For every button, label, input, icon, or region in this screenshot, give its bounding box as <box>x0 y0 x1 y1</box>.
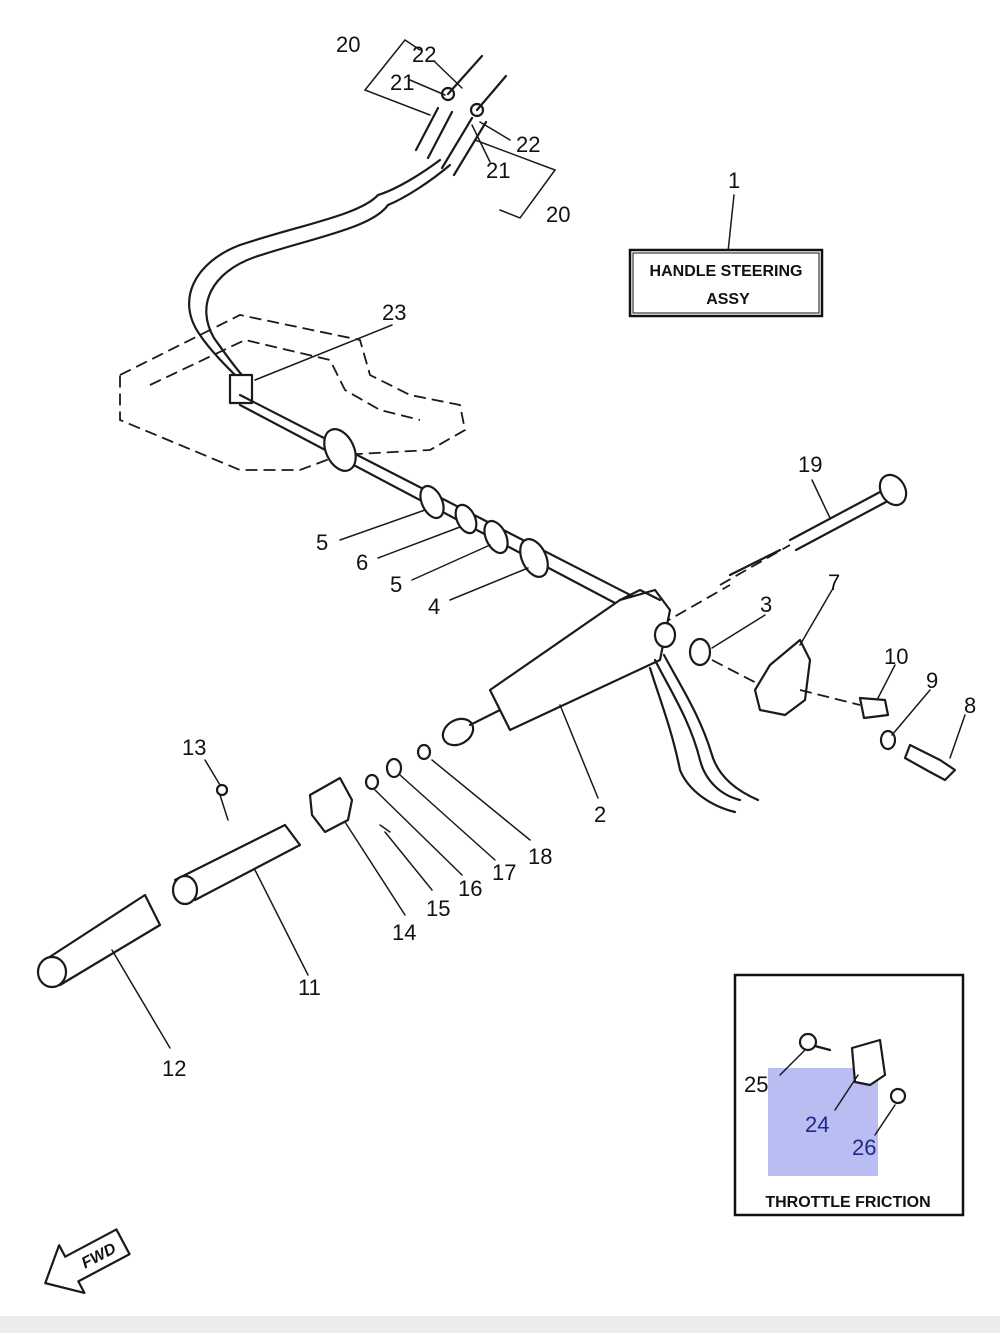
pin-19 <box>659 473 908 626</box>
callout-22: 22 <box>516 132 540 157</box>
collar-14 <box>308 776 354 834</box>
callout-20: 20 <box>546 202 570 227</box>
screw-13 <box>215 783 229 797</box>
inset-caption: THROTTLE FRICTION <box>765 1194 930 1211</box>
callout-20: 20 <box>336 32 360 57</box>
washer <box>519 538 549 578</box>
callout-10: 10 <box>884 644 908 669</box>
callout-23: 23 <box>382 300 406 325</box>
friction-piece-24 <box>850 1038 887 1087</box>
bottom-bar <box>0 1316 1000 1333</box>
callout-24: 24 <box>805 1112 829 1137</box>
washer <box>454 503 478 535</box>
steering-handle-arm <box>441 588 760 814</box>
callout-26: 26 <box>852 1135 876 1160</box>
throttle-cables <box>188 54 508 384</box>
callout-6: 6 <box>356 550 368 575</box>
bolt-10 <box>858 696 890 720</box>
callout-5: 5 <box>390 572 402 597</box>
washer <box>483 519 509 555</box>
callout-15: 15 <box>426 896 450 921</box>
callout-21: 21 <box>486 158 510 183</box>
washer-3 <box>688 637 712 667</box>
bolt-8 <box>903 743 957 782</box>
grommet <box>228 373 254 405</box>
bottom-cowling-outline <box>119 314 467 471</box>
callout-4: 4 <box>428 594 440 619</box>
throttle-friction-inset: 25 24 26 THROTTLE FRICTION <box>733 973 965 1217</box>
callout-22: 22 <box>412 42 436 67</box>
highlight-box <box>768 1068 878 1176</box>
title-box: HANDLE STEERING ASSY <box>628 248 824 318</box>
callout-1: 1 <box>728 168 740 193</box>
washer-16 <box>364 773 380 791</box>
nut-26 <box>889 1087 907 1105</box>
callout-3: 3 <box>760 592 772 617</box>
title-line-1: HANDLE STEERING <box>650 263 803 280</box>
callout-12: 12 <box>162 1056 186 1081</box>
callout-17: 17 <box>492 860 516 885</box>
callout-7: 7 <box>828 570 840 595</box>
steering-shaft <box>238 393 642 614</box>
fwd-arrow: FWD <box>44 1228 131 1294</box>
bolt-25 <box>798 1032 818 1052</box>
callout-18: 18 <box>528 844 552 869</box>
callout-21: 21 <box>390 70 414 95</box>
leader-lines <box>111 38 966 1049</box>
callout-5: 5 <box>316 530 328 555</box>
washer <box>419 484 445 520</box>
callout-11: 11 <box>298 975 321 1000</box>
callout-19: 19 <box>798 452 822 477</box>
spring-17 <box>385 757 403 779</box>
callout-labels: 20 22 21 22 21 20 1 23 19 5 6 5 4 3 7 10… <box>162 32 976 1081</box>
callout-2: 2 <box>594 802 606 827</box>
callout-9: 9 <box>926 668 938 693</box>
callout-14: 14 <box>392 920 416 945</box>
friction-bracket <box>688 637 957 782</box>
callout-13: 13 <box>182 735 206 760</box>
title-line-2: ASSY <box>706 291 750 308</box>
grip-assembly <box>36 743 432 989</box>
callout-16: 16 <box>458 876 482 901</box>
callout-25: 25 <box>744 1072 768 1097</box>
washer-18 <box>416 743 432 761</box>
callout-8: 8 <box>964 693 976 718</box>
